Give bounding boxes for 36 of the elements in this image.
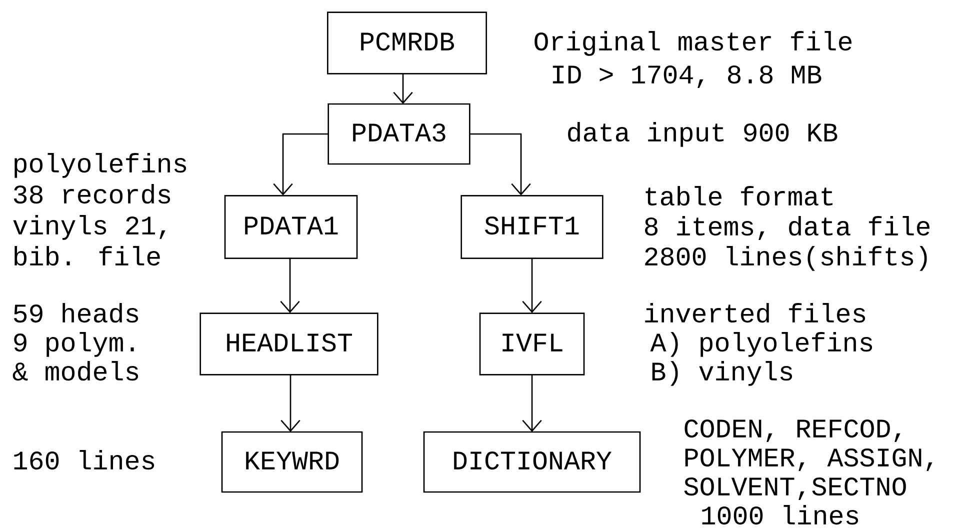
process-box: PDATA1	[224, 194, 358, 259]
process-box: PCMRDB	[327, 12, 487, 74]
annotation-text: 160 lines	[14, 450, 154, 470]
annotation-text: 59 heads	[14, 303, 138, 323]
arrow	[522, 374, 542, 432]
annotation-text: 2800 lines(shifts)	[645, 246, 927, 271]
process-box: SHIFT1	[460, 194, 604, 259]
annotation-text: 9 polym.	[14, 332, 134, 357]
process-box: IVFL	[479, 312, 585, 376]
annotation-text: table format	[646, 186, 832, 206]
annotation-text: B) vinyls	[652, 361, 792, 386]
arrow	[273, 133, 328, 196]
process-box: KEYWRD	[221, 431, 363, 493]
annotation-text: CODEN, REFCOD,	[684, 419, 900, 442]
arrow	[280, 258, 300, 313]
annotation-text: 38 records	[14, 184, 170, 204]
annotation-text: POLYMER, ASSIGN,	[685, 448, 932, 472]
annotation-text: bib. file	[14, 246, 160, 266]
arrow	[393, 74, 413, 104]
annotation-text: & models	[12, 361, 138, 381]
annotation-text: vinyls 21,	[13, 215, 166, 240]
annotation-text: 1000 lines	[702, 505, 858, 525]
annotation-text: inverted files	[645, 303, 866, 323]
arrow	[470, 133, 531, 196]
annotation-text: 8 items, data file	[645, 216, 930, 240]
arrow	[522, 258, 542, 313]
process-box: DICTIONARY	[423, 431, 641, 493]
annotation-text: Original master file	[534, 31, 852, 56]
annotation-text: polyolefins	[14, 153, 186, 178]
process-box: HEADLIST	[200, 312, 378, 376]
process-box: PDATA3	[328, 103, 470, 165]
arrow	[280, 374, 300, 432]
annotation-text: A) polyolefins	[650, 332, 872, 357]
annotation-text: ID > 1704, 8.8 MB	[552, 65, 822, 88]
annotation-text: data input 900 KB	[568, 122, 838, 147]
annotation-text: SOLVENT,SECTNO	[684, 477, 906, 500]
